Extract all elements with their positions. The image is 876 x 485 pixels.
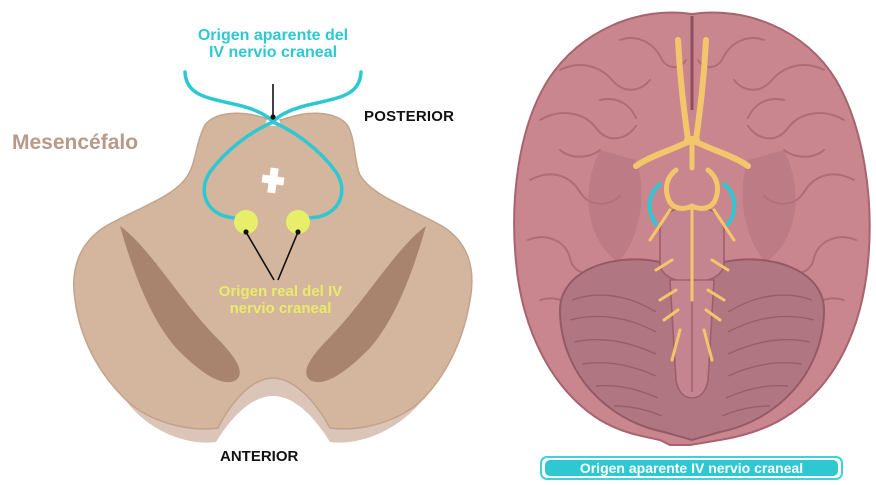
midbrain-section (74, 72, 472, 443)
caption-badge-text: Origen aparente IV nervio craneal (545, 460, 838, 476)
origen-aparente-label: Origen aparente del IV nervio craneal (168, 27, 378, 61)
anterior-label: ANTERIOR (220, 448, 298, 465)
mesencefalo-label: Mesencéfalo (12, 131, 138, 155)
origen-real-label: Origen real del IV nervio craneal (188, 283, 373, 317)
posterior-label: POSTERIOR (364, 108, 454, 125)
caption-badge: Origen aparente IV nervio craneal (540, 456, 843, 480)
brain-inferior-view (514, 12, 870, 445)
